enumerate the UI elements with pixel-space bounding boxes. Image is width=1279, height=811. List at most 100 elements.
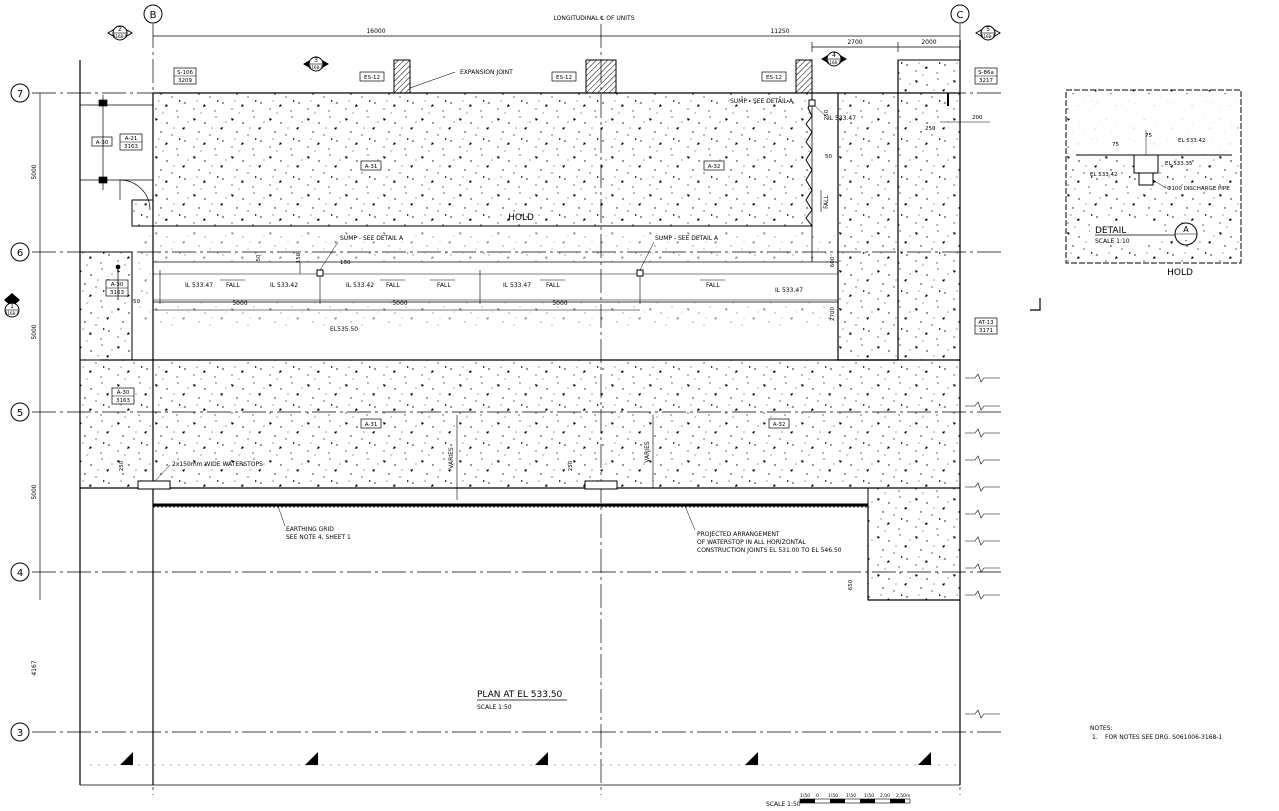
grid-label-b: B (150, 10, 157, 21)
dim-left-4167: 4167 (31, 660, 38, 675)
notes-item-number: 1. (1092, 734, 1098, 741)
tag-es12-3: ES-12 (761, 71, 787, 82)
dim-50-b: 50 (133, 299, 140, 305)
tag-a32-upper: A-32 (703, 160, 725, 171)
detail-el-3: EL 533.42 (1090, 172, 1118, 178)
el-535-label: EL535.50 (330, 326, 358, 333)
waterstop-mid (584, 480, 618, 490)
grid-lines (32, 24, 1005, 795)
dim-650: 650 (848, 579, 854, 590)
svg-text:ES-12: ES-12 (766, 75, 782, 81)
dim-150-a: 150 (296, 252, 302, 263)
grid-row-4: 4 (10, 562, 30, 582)
detail-el-2: EL 533.35 (1165, 161, 1193, 167)
plan-title-block: PLAN AT EL 533.50 SCALE 1:50 (477, 690, 567, 711)
section-3-sheet: 3168-1 (309, 65, 324, 70)
grid-label-c: C (957, 10, 964, 21)
grid-col-b: B (143, 4, 163, 24)
waterstop-annotations: 2x150mm WIDE WATERSTOPS 250 250 VARIES V… (119, 415, 854, 590)
il-5-label: IL 533.47 (775, 287, 803, 294)
svg-text:3163: 3163 (116, 398, 130, 404)
projected-arrangement-label-3: CONSTRUCTION JOINTS EL 531.00 TO EL 546.… (697, 547, 842, 554)
section-4-sheet: 3168-1 (827, 60, 842, 65)
svg-text:S-86a: S-86a (978, 70, 994, 76)
grid-row-7: 7 (10, 83, 30, 103)
grid-label-6: 6 (17, 248, 23, 259)
svg-text:3171: 3171 (979, 328, 993, 334)
fall-4-label: FALL (546, 282, 560, 289)
grid-label-3: 3 (17, 728, 23, 739)
grid-label-5: 5 (17, 408, 23, 419)
dim-left-5000-c: 5000 (31, 484, 38, 499)
svg-text:A-21: A-21 (125, 136, 138, 142)
tag-a32-lower: A-32 (768, 418, 790, 429)
varies-2-label: VARIES (644, 441, 651, 463)
dim-150-b: 150 (340, 260, 351, 266)
dim-250-b: 250 (925, 126, 936, 132)
plan-title: PLAN AT EL 533.50 (477, 690, 563, 700)
projected-arrangement-label-1: PROJECTED ARRANGEMENT (697, 531, 780, 538)
section-5-sheet: 3168-1 (981, 34, 996, 39)
detail-a: 75 75 EL 533.42 EL 533.35 EL 533.42 Φ100… (1065, 89, 1242, 278)
detail-pipe-label: Φ100 DISCHARGE PIPE (1167, 186, 1230, 192)
detail-el-1: EL 533.42 (1178, 138, 1206, 144)
grid-bubbles: B C 7 6 5 4 3 (10, 4, 970, 742)
channel-dim-line (153, 262, 838, 311)
svg-text:A-30: A-30 (117, 390, 130, 396)
dim-50-c: 50 (825, 154, 832, 160)
section-2-sheet: 3168-1 (113, 34, 128, 39)
grid-label-7: 7 (17, 89, 23, 100)
detail-marker-a: A (1183, 225, 1189, 234)
section-1-sheet: 3168-1 (5, 311, 20, 316)
expansion-joints: ES-12 ES-12 ES-12 EXPANSION JOINT (359, 59, 813, 94)
mid-slab (79, 359, 961, 489)
scale-tick-6: 2,50m (896, 793, 910, 799)
section-marker-4: 4 3168-1 (821, 51, 847, 67)
svg-text:A-31: A-31 (365, 422, 378, 428)
svg-text:A-30: A-30 (111, 282, 124, 288)
expansion-joint-3 (795, 59, 813, 94)
fall-2-label: FALL (386, 282, 400, 289)
svg-text:3209: 3209 (178, 78, 192, 84)
notes-title: NOTES: (1090, 725, 1113, 732)
upper-slab (131, 92, 813, 227)
fall-1-label: FALL (226, 282, 240, 289)
sump-top-label: SUMP - SEE DETAIL A (730, 98, 794, 105)
sump-left-label: SUMP - SEE DETAIL A (340, 235, 404, 242)
dim-250-c: 250 (119, 460, 125, 471)
svg-text:A-31: A-31 (365, 164, 378, 170)
scale-tick-3: 1\50 (846, 793, 856, 799)
svg-text:A-30: A-30 (96, 140, 109, 146)
section-marker-5: 5 3168-1 (975, 25, 1001, 41)
svg-text:3163: 3163 (110, 290, 124, 296)
notes-item-1: FOR NOTES SEE DRG. S061006-3168-1 (1105, 734, 1222, 741)
scale-tick-5: 2,00 (880, 793, 890, 799)
dim-2700: 2700 (847, 39, 862, 46)
dim-left-5000-a: 5000 (31, 164, 38, 179)
sump-left (316, 269, 324, 277)
dim-250-a: 250 (824, 109, 830, 120)
detail-scale: SCALE 1:10 (1095, 238, 1130, 245)
svg-text:ES-12: ES-12 (364, 75, 380, 81)
svg-text:AT-13: AT-13 (978, 320, 994, 326)
tag-a31-upper: A-31 (360, 160, 382, 171)
tag-es12-2: ES-12 (551, 71, 577, 82)
section-markers: 2 3168-1 5 3168-1 3 3168-1 4 3168-1 (4, 25, 1001, 318)
dim-16000: 16000 (366, 28, 385, 35)
earthing-note-label: SEE NOTE 4, SHEET 1 (286, 534, 351, 541)
il-1-label: IL 533.47 (185, 282, 213, 289)
sump-top (808, 99, 816, 107)
grid-col-c: C (950, 4, 970, 24)
detail-marker-sheet: - (1185, 237, 1188, 245)
notes-block: NOTES: 1. FOR NOTES SEE DRG. S061006-316… (1090, 725, 1222, 741)
hold-channel-annotations: SUMP - SEE DETAIL A SUMP - SEE DETAIL A … (133, 93, 990, 333)
scale-tick-4: 1\50 (864, 793, 874, 799)
dim-600: 600 (830, 256, 836, 267)
dim-50-a: 50 (256, 254, 262, 261)
section-2-num: 2 (118, 26, 122, 33)
section-3-num: 3 (314, 57, 318, 64)
right-break-marks (965, 298, 1041, 719)
